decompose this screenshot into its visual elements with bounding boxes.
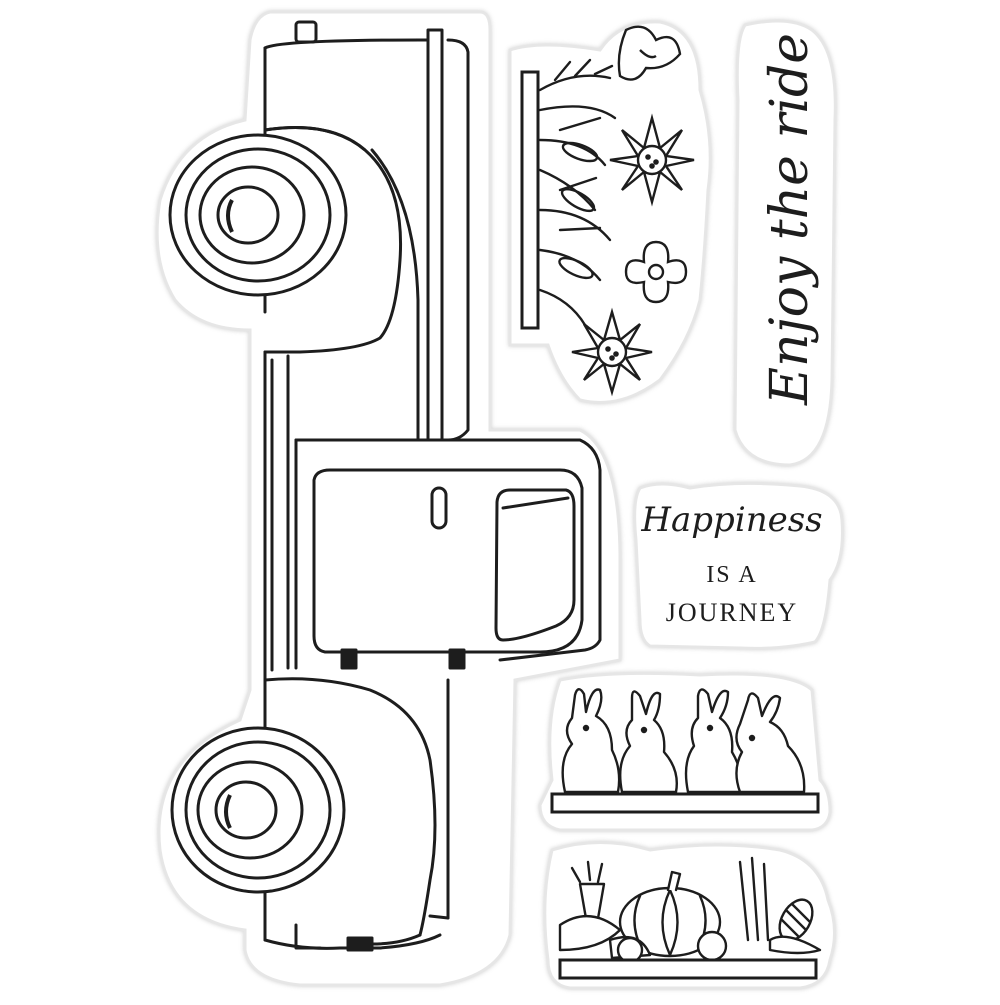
bunny-icon bbox=[561, 688, 621, 794]
vegetables-stamp bbox=[543, 841, 836, 990]
corn-icon bbox=[768, 898, 822, 955]
bunny-shelf bbox=[550, 792, 820, 814]
truck-front-wheel-icon bbox=[168, 133, 348, 297]
enjoy-stamp-outline bbox=[733, 19, 837, 467]
is-a-text: IS A bbox=[706, 562, 758, 588]
truck-rear-wheel-icon bbox=[170, 726, 346, 894]
enjoy-stamp bbox=[733, 19, 837, 467]
journey-stamp bbox=[633, 481, 844, 650]
pumpkin-icon bbox=[618, 870, 722, 958]
happiness-text: Happiness bbox=[641, 500, 823, 540]
bunny-icon bbox=[735, 692, 806, 794]
vegetable-crate bbox=[558, 958, 818, 980]
enjoy-the-ride-text: Enjoy the ride bbox=[760, 32, 820, 405]
flower-bed-outline bbox=[508, 20, 712, 404]
daisy-flower-icon bbox=[571, 25, 695, 397]
truck-stamp bbox=[155, 10, 622, 987]
bunnies-stamp bbox=[538, 671, 832, 832]
bunny-icon bbox=[684, 688, 743, 794]
bunny-icon bbox=[619, 690, 678, 794]
journey-text: JOURNEY bbox=[665, 598, 799, 627]
journey-stamp-outline bbox=[633, 481, 844, 650]
flower-bed-stamp bbox=[508, 20, 712, 404]
